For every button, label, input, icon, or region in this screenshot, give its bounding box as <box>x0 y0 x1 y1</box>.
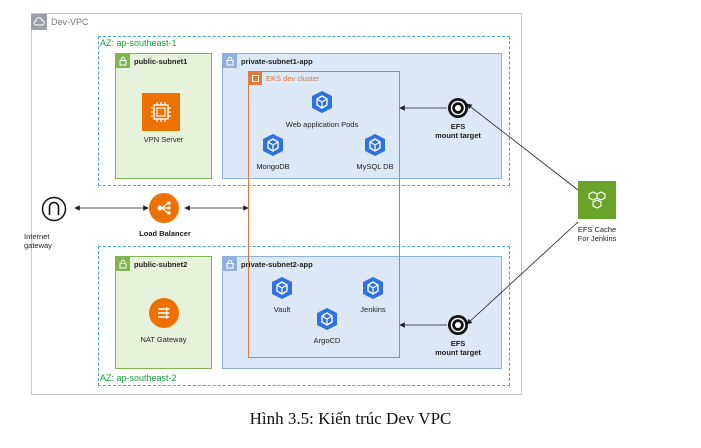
private-subnet2-label: private-subnet2-app <box>241 259 313 269</box>
jenkins-label: Jenkins <box>360 305 386 314</box>
kubernetes-pod-icon <box>310 90 334 119</box>
load-balancer-icon <box>149 193 179 223</box>
cache-efs2-connector <box>466 221 579 325</box>
public-subnet2-header: public-subnet2 <box>116 257 187 271</box>
vault-label: Vault <box>273 305 291 314</box>
private-subnet1-label: private-subnet1-app <box>241 56 313 66</box>
internet-gateway-icon <box>41 196 67 227</box>
public-subnet1-header: public-subnet1 <box>116 54 187 68</box>
lock-icon <box>116 54 130 68</box>
efs-cache-icon <box>578 181 616 219</box>
kubernetes-pod-icon <box>363 133 387 162</box>
lock-icon <box>116 257 130 271</box>
vpn-server-label: VPN Server <box>143 135 184 144</box>
efs2-line2: mount target <box>435 348 481 357</box>
load-balancer-label: Load Balancer <box>139 229 191 238</box>
nat-gateway-icon <box>149 298 179 328</box>
az2-container <box>98 246 510 386</box>
eks-cluster-label: EKS dev cluster <box>266 74 320 83</box>
eks-cluster-header: EKS dev cluster <box>249 72 319 85</box>
ec2-icon <box>142 93 180 131</box>
cloud-icon <box>31 14 47 30</box>
private-subnet2: private-subnet2-app <box>222 256 502 369</box>
private-subnet2-header: private-subnet2-app <box>223 257 313 271</box>
vpc-header: Dev-VPC <box>31 13 151 31</box>
public-subnet2-label: public-subnet2 <box>134 259 188 269</box>
nat-gateway-label: NAT Gateway <box>140 335 187 344</box>
internet-gateway-label: Internet gateway <box>24 232 84 250</box>
figure-caption: Hình 3.5: Kiến trúc Dev VPC <box>249 409 452 428</box>
mysql-db-label: MySQL DB <box>356 162 394 171</box>
eks-icon <box>249 72 262 85</box>
efs-mount-target-1-label: EFS mount target <box>428 122 488 140</box>
public-subnet1-label: public-subnet1 <box>134 56 188 66</box>
efs-mount-target-icon <box>447 314 469 341</box>
argocd-label: ArgoCD <box>313 336 341 345</box>
lock-icon <box>223 257 237 271</box>
az1-container <box>98 36 510 186</box>
efs-cache-label: EFS Cache For Jenkins <box>567 225 627 243</box>
efs-mount-target-icon <box>447 97 469 124</box>
kubernetes-pod-icon <box>315 307 339 336</box>
efs1-line2: mount target <box>435 131 481 140</box>
az2-label: AZ: ap-southeast-2 <box>100 373 177 383</box>
kubernetes-pod-icon <box>261 133 285 162</box>
cache-efs1-connector <box>466 103 579 191</box>
efs1-line1: EFS <box>450 122 466 131</box>
eks-cluster-container <box>248 71 400 358</box>
private-subnet1-header: private-subnet1-app <box>223 54 313 68</box>
igw-line1: Internet <box>24 232 50 241</box>
mongodb-label: MongoDB <box>256 162 290 171</box>
kubernetes-pod-icon <box>270 276 294 305</box>
vpc-label: Dev-VPC <box>51 17 89 27</box>
web-app-pods-label: Web application Pods <box>285 120 359 129</box>
efs-cache-line2: For Jenkins <box>577 234 617 243</box>
efs-cache-line1: EFS Cache <box>577 225 617 234</box>
igw-line2: gateway <box>24 241 52 250</box>
lock-icon <box>223 54 237 68</box>
az1-label: AZ: ap-southeast-1 <box>100 38 177 48</box>
efs-mount-target-2-label: EFS mount target <box>428 339 488 357</box>
kubernetes-pod-icon <box>361 276 385 305</box>
efs2-line1: EFS <box>450 339 466 348</box>
